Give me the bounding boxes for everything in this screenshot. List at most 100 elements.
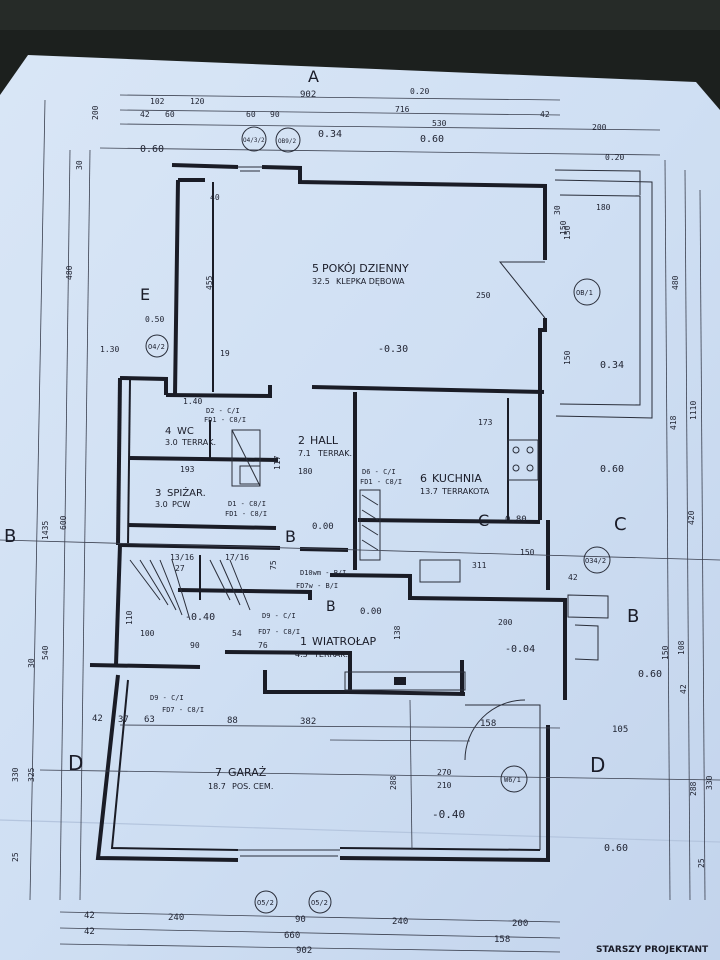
section-b-inner: B: [326, 599, 336, 615]
section-b-mid: B: [285, 527, 296, 546]
ref-circle-7: O5/2: [257, 899, 274, 907]
room-name-7: GARAŻ: [228, 766, 267, 779]
walls: [89, 163, 653, 863]
room-name-1: WIATROŁAP: [312, 635, 377, 648]
ref-circle-6: W6/1: [504, 776, 521, 784]
section-d-left: D: [68, 751, 83, 775]
dim-left-10: 25: [11, 852, 20, 862]
dim-inner-6: 180: [298, 467, 313, 476]
elev-top-mid: 0.34: [318, 129, 342, 140]
dims-bottom: 42 240 90 240 200 42 660 158 902: [84, 911, 528, 956]
dim-bottom-1: 42: [84, 911, 95, 921]
dim-bottom-8: 158: [494, 935, 510, 945]
dim-right-14: 25: [697, 858, 706, 868]
room-name-3: SPIŻAR.: [167, 486, 206, 499]
dim-top-10: 530: [432, 119, 447, 128]
dim-bottom-3: 90: [295, 915, 306, 925]
room-floor-3: PCW: [172, 500, 190, 509]
room-floor-2: TERRAK.: [317, 449, 352, 458]
dim-right-6: 1110: [689, 401, 698, 420]
room-name-4: WC: [177, 426, 194, 437]
elev-vestibule: -0.04: [505, 644, 535, 655]
door-code-7: D9 - C/I: [262, 612, 296, 620]
dim-right-4: 480: [671, 275, 680, 290]
room-area-7: 18.7: [208, 782, 226, 791]
door-code-1: D2 - C/I: [206, 407, 240, 415]
dim-bottom-6: 42: [84, 927, 95, 937]
dim-inner-8: 150: [520, 548, 535, 557]
ref-circle-3: OB9/2: [278, 138, 296, 145]
dim-inner-28: 17/16: [225, 553, 249, 562]
room-number-2: 2: [298, 434, 305, 447]
elev-landing: 0.00: [360, 607, 382, 617]
room-floor-1: TERRAK.: [313, 650, 348, 659]
dim-bottom-7: 660: [284, 931, 300, 941]
elev-living: -0.30: [378, 344, 408, 355]
dim-left-3: 480: [65, 265, 74, 280]
ref-circle-1: O4/2: [148, 343, 165, 351]
dim-inner-29: 27: [175, 564, 185, 573]
elev-entrance: -0.40: [185, 612, 215, 623]
dim-inner-11: 105: [612, 725, 628, 735]
section-c-right: C: [614, 514, 627, 535]
dim-left-8: 325: [27, 767, 36, 782]
dim-inner-25: 117: [273, 455, 282, 470]
dim-bottom-5: 200: [512, 919, 528, 929]
dim-inner-2: 150: [559, 220, 568, 235]
elev-right-low: 0.60: [638, 669, 662, 680]
elev-right-mid: 0.60: [600, 464, 624, 475]
elev-left-c: 1.40: [183, 397, 202, 406]
dim-inner-10: 158: [480, 719, 496, 729]
dim-left-2: 30: [75, 160, 84, 170]
room-floor-6: TERRAKOTA: [441, 487, 490, 496]
room-floor-7: POS. CEM.: [232, 782, 273, 791]
dim-inner-13: 270: [437, 768, 452, 777]
elev-top-small: 0.20: [410, 87, 429, 96]
room-name-2: HALL: [310, 434, 339, 447]
dims-left: 200 30 480 1435 540 600 30 325 330 25: [11, 105, 100, 862]
room-floor-4: TERRAK.: [181, 438, 216, 447]
elev-terrace-top: 0.20: [605, 153, 624, 162]
dim-inner-3: 250: [476, 291, 491, 300]
dim-inner-26: 75: [269, 560, 278, 570]
dim-inner-24: 138: [393, 625, 402, 640]
room-area-4: 3.0: [165, 438, 178, 447]
dim-inner-30: 19: [220, 349, 230, 358]
door-code-8: FD7 - C8/I: [258, 628, 300, 636]
ref-circle-8: O5/2: [311, 899, 328, 907]
elevation-marks: -0.30 0.80 0.00 0.00 -0.40 -0.04 -0.40 0…: [100, 87, 662, 854]
dim-bottom-9: 902: [296, 946, 312, 956]
title-block-stamp: STARSZY PROJEKTANT: [596, 945, 709, 955]
dim-top-7: 90: [270, 110, 280, 119]
door-code-9: D10wm - B/I: [300, 569, 346, 577]
room-number-3: 3: [155, 488, 161, 499]
door-code-4: FD1 - C8/I: [225, 510, 267, 518]
elev-hall: 0.00: [312, 522, 334, 532]
door-code-3: D1 - C8/I: [228, 500, 266, 508]
room-area-2: 7.1: [298, 449, 311, 458]
door-code-5: D6 - C/I: [362, 468, 396, 476]
elev-top-right: 0.60: [420, 134, 444, 145]
room-name-6: KUCHNIA: [432, 472, 482, 485]
door-codes: D2 - C/I FD1 - C8/I D1 - C8/I FD1 - C8/I…: [150, 407, 402, 714]
room-area-5: 32.5: [312, 277, 330, 286]
dim-right-12: 288: [689, 781, 698, 796]
room-number-7: 7: [215, 766, 222, 779]
dim-top-1: 902: [300, 90, 316, 100]
ref-circle-5: O34/2: [585, 557, 606, 565]
dim-right-5: 150: [563, 350, 572, 365]
dim-inner-7: 311: [472, 561, 487, 570]
door-code-2: FD1 - C8/I: [204, 416, 246, 424]
dim-right-7: 418: [669, 415, 678, 430]
dim-inner-32: 40: [210, 193, 220, 202]
dim-left-9: 330: [11, 767, 20, 782]
dim-left-6: 600: [59, 515, 68, 530]
room-number-1: 1: [300, 635, 307, 648]
elev-left-a: 0.50: [145, 315, 164, 324]
dim-top-6: 60: [246, 110, 256, 119]
door-code-12: FD7 - C8/I: [162, 706, 204, 714]
dim-inner-14: 210: [437, 781, 452, 790]
dim-top-3: 42: [140, 110, 150, 119]
dim-right-1: 180: [596, 203, 611, 212]
dims-inner: 455 150 250 173 193 180 311 150 382 158 …: [92, 193, 628, 790]
